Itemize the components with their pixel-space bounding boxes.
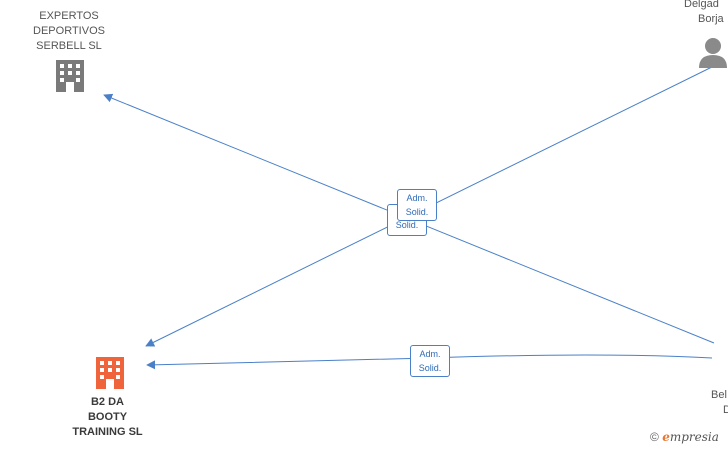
empresia-logo-text: mpresia bbox=[669, 430, 719, 444]
node-label-bel[interactable]: Bel D bbox=[711, 388, 728, 418]
empresia-logo-initial: e bbox=[662, 430, 670, 444]
empresia-logo: empresia bbox=[662, 430, 719, 444]
edge-label-adm-solid[interactable]: Adm. Solid. bbox=[397, 189, 437, 221]
building-icon[interactable] bbox=[96, 357, 124, 389]
node-label-line: TRAINING SL bbox=[72, 426, 143, 438]
node-label-line: Borja bbox=[698, 13, 724, 25]
copyright-symbol: © bbox=[650, 430, 659, 444]
edge-label-text: Solid. bbox=[418, 363, 442, 373]
empresia-watermark: © empresia bbox=[650, 430, 719, 444]
edge-label-text: Solid. bbox=[395, 220, 419, 230]
node-label-line: B2 DA bbox=[90, 396, 124, 408]
node-label-line: Delgad bbox=[684, 0, 719, 10]
node-label-line: SERBELL SL bbox=[36, 40, 102, 52]
edge-label-text: Adm. bbox=[406, 193, 428, 203]
edge-bel-to-b2 bbox=[146, 354, 713, 370]
node-label-line: Bel bbox=[711, 389, 727, 401]
node-label-delgado[interactable]: Delgad Borja bbox=[684, 0, 728, 27]
node-label-b2-da-booty[interactable]: B2 DA BOOTY TRAINING SL bbox=[50, 395, 165, 440]
node-label-line: D bbox=[723, 404, 728, 416]
building-icon[interactable] bbox=[56, 60, 84, 92]
node-label-line: EXPERTOS bbox=[39, 10, 99, 22]
edge-label-text: Adm. bbox=[419, 349, 441, 359]
node-label-line: BOOTY bbox=[87, 411, 128, 423]
node-label-line: DEPORTIVOS bbox=[33, 25, 105, 37]
edge-label-adm-solid[interactable]: Adm. Solid. bbox=[410, 345, 450, 377]
person-icon[interactable] bbox=[699, 38, 727, 68]
node-label-expertos-deportivos[interactable]: EXPERTOS DEPORTIVOS SERBELL SL bbox=[10, 9, 128, 54]
edge-label-text: Solid. bbox=[405, 207, 429, 217]
